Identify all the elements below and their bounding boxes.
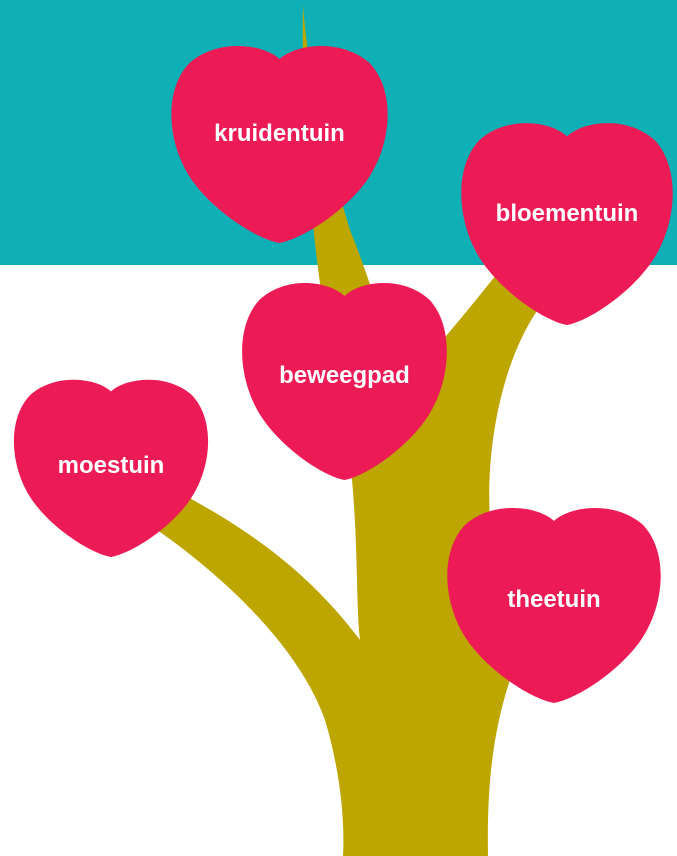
heart-bloementuin[interactable]: bloementuin [457,120,677,325]
heart-label-moestuin: moestuin [10,452,212,480]
heart-moestuin[interactable]: moestuin [10,377,212,557]
heart-kruidentuin[interactable]: kruidentuin [167,43,392,243]
heart-label-bloementuin: bloementuin [457,200,677,228]
heart-label-kruidentuin: kruidentuin [167,120,392,148]
heart-theetuin[interactable]: theetuin [443,505,665,703]
heart-beweegpad[interactable]: beweegpad [238,280,451,480]
heart-label-beweegpad: beweegpad [238,362,451,390]
heart-label-theetuin: theetuin [443,586,665,614]
